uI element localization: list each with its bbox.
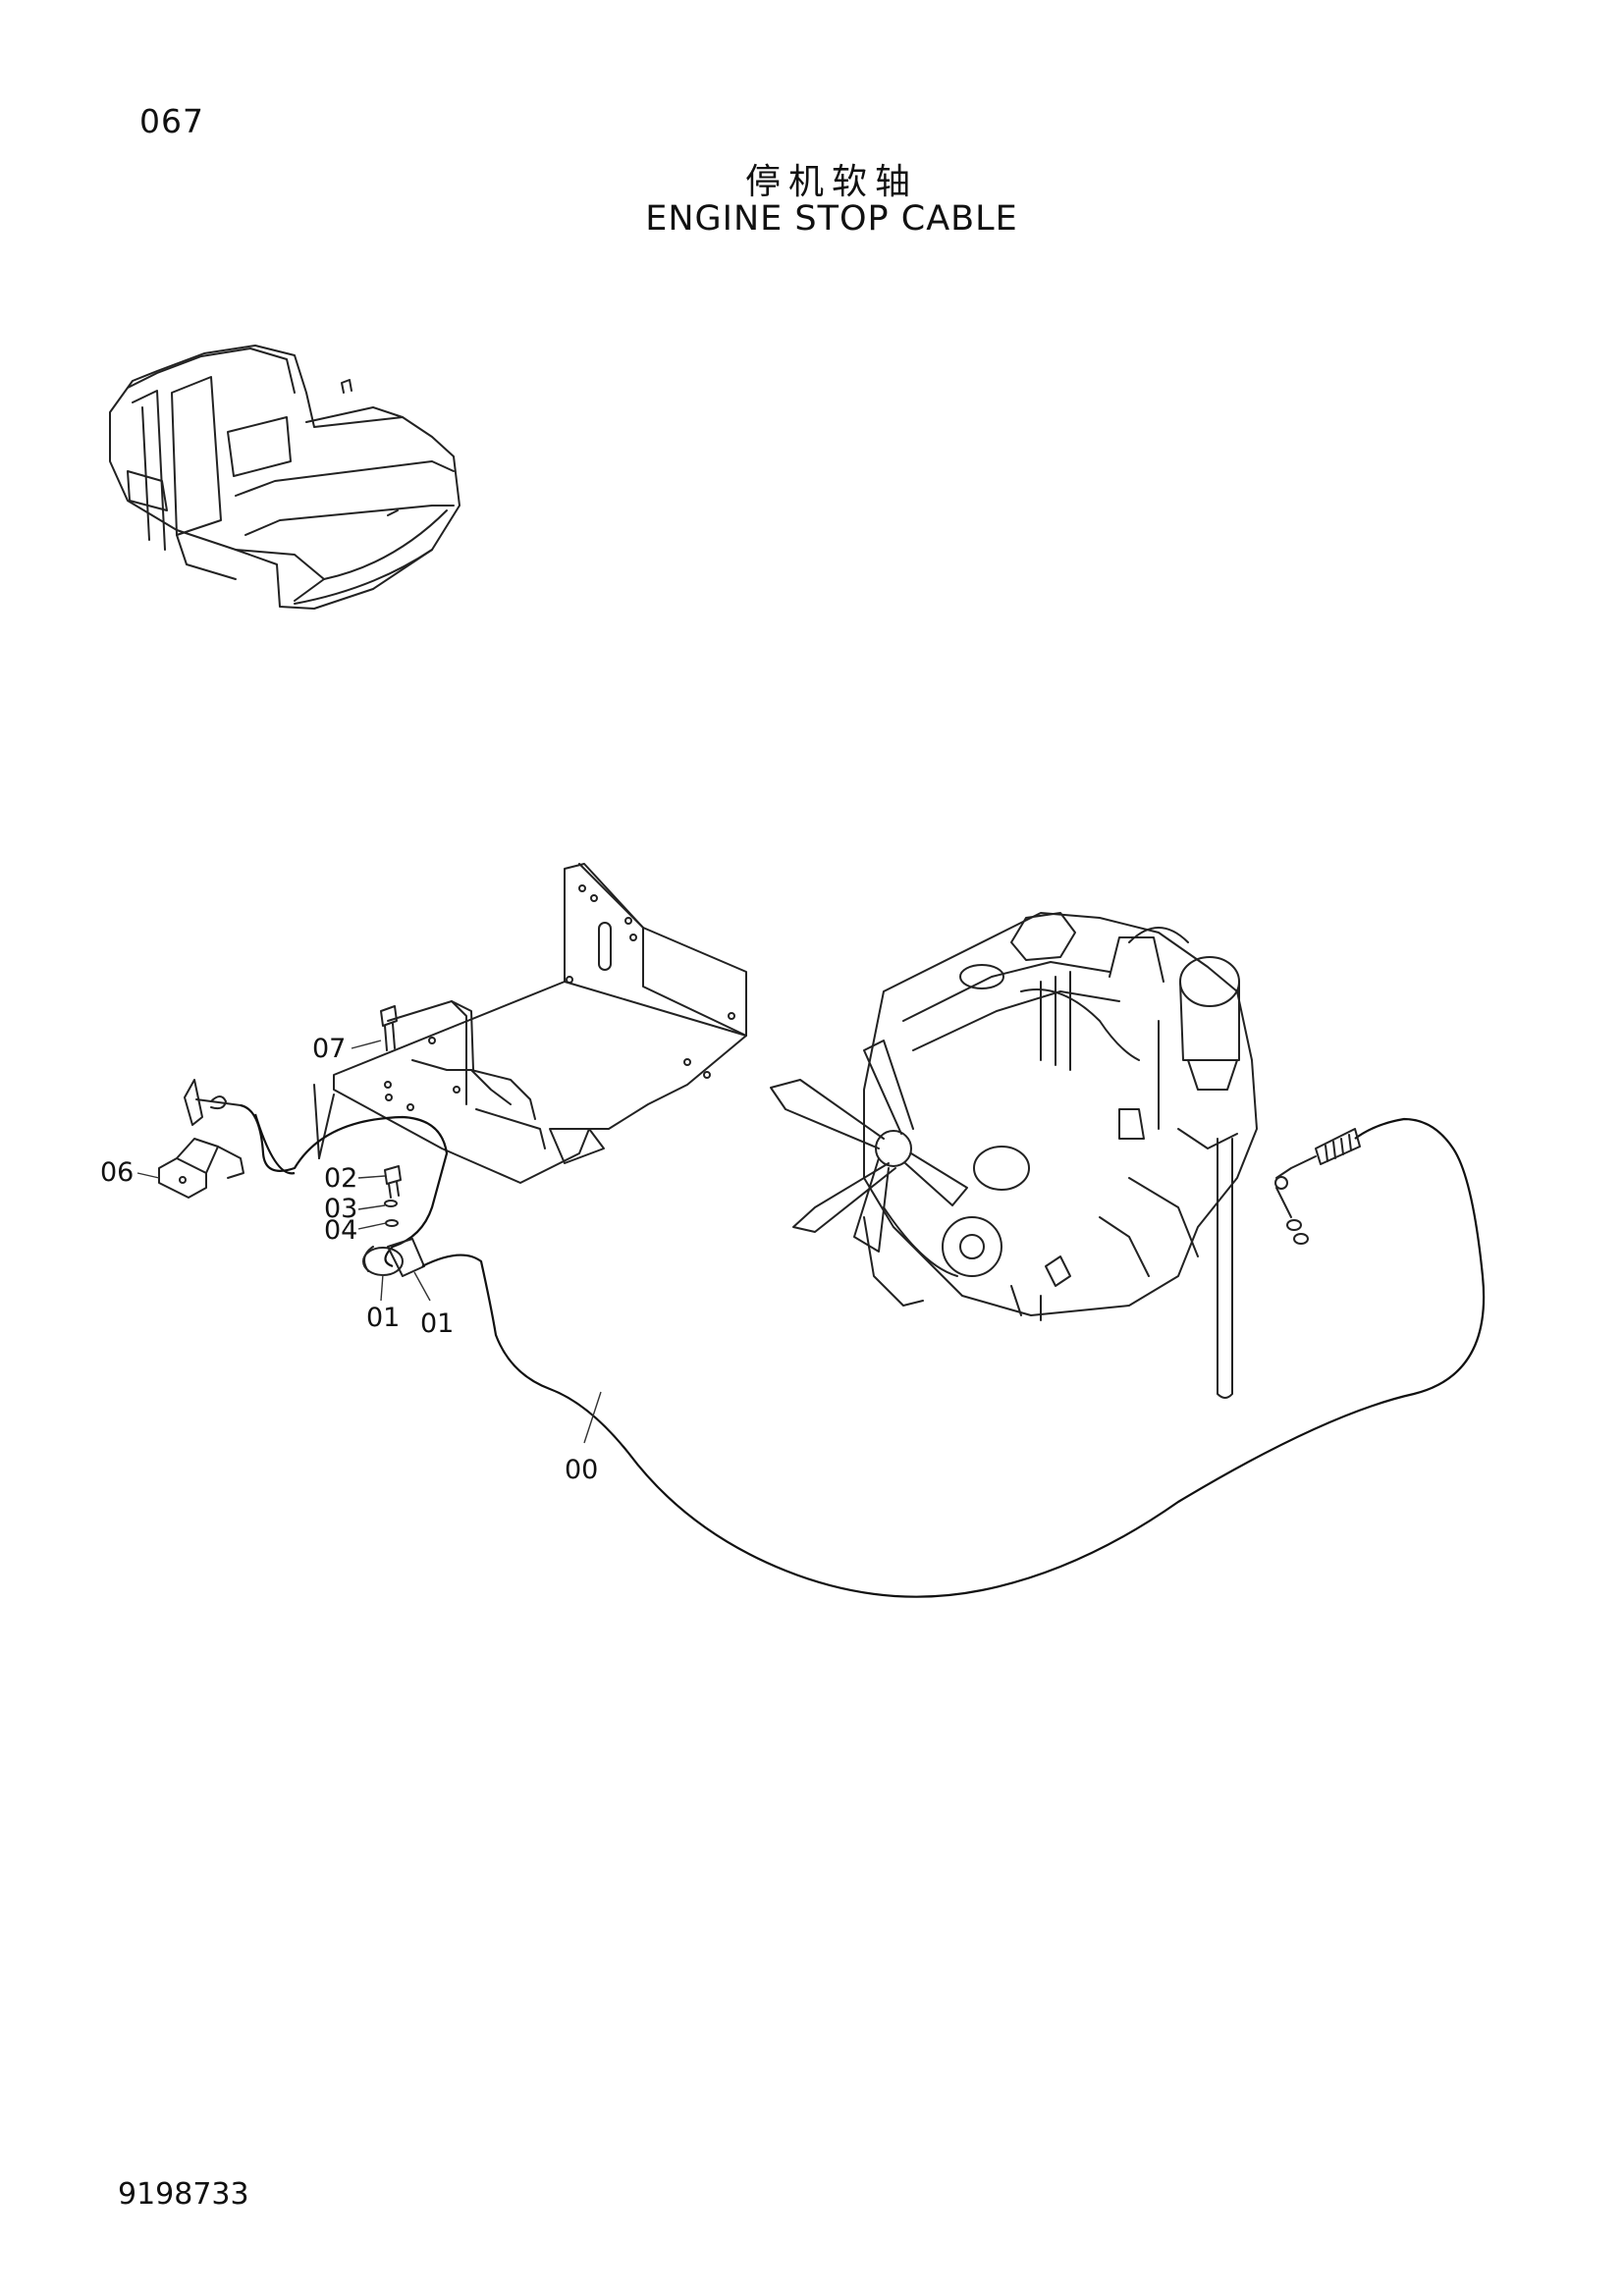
- callout-02: 02: [324, 1163, 357, 1194]
- title-chinese: 停机软轴: [744, 162, 918, 202]
- stop-knob-assembly: [158, 1079, 244, 1199]
- title-english: ENGINE STOP CABLE: [645, 199, 1018, 239]
- bolt-07: [380, 1005, 398, 1051]
- leader-lines: [136, 1040, 602, 1444]
- callout-01-right: 01: [420, 1308, 454, 1339]
- page-number: 067: [139, 102, 204, 140]
- callout-03: 03: [324, 1194, 357, 1224]
- callout-04: 04: [324, 1215, 357, 1246]
- callout-06: 06: [100, 1157, 134, 1188]
- engine-illustration: [770, 912, 1258, 1399]
- callout-07: 07: [312, 1034, 346, 1064]
- callout-00: 00: [565, 1455, 598, 1485]
- mounting-bracket-plate: [313, 863, 747, 1184]
- excavator-overview-illustration: [109, 345, 460, 610]
- engine-stop-cable: [421, 1117, 1486, 1598]
- bolt-02-washers: [384, 1165, 402, 1227]
- cable-inner-segment: [240, 1103, 449, 1268]
- cable-return: [253, 1113, 296, 1175]
- clamp-01: [362, 1238, 425, 1277]
- document-number: 9198733: [118, 2177, 249, 2212]
- cable-engine-end: [1274, 1128, 1361, 1245]
- callout-01-left: 01: [366, 1303, 400, 1333]
